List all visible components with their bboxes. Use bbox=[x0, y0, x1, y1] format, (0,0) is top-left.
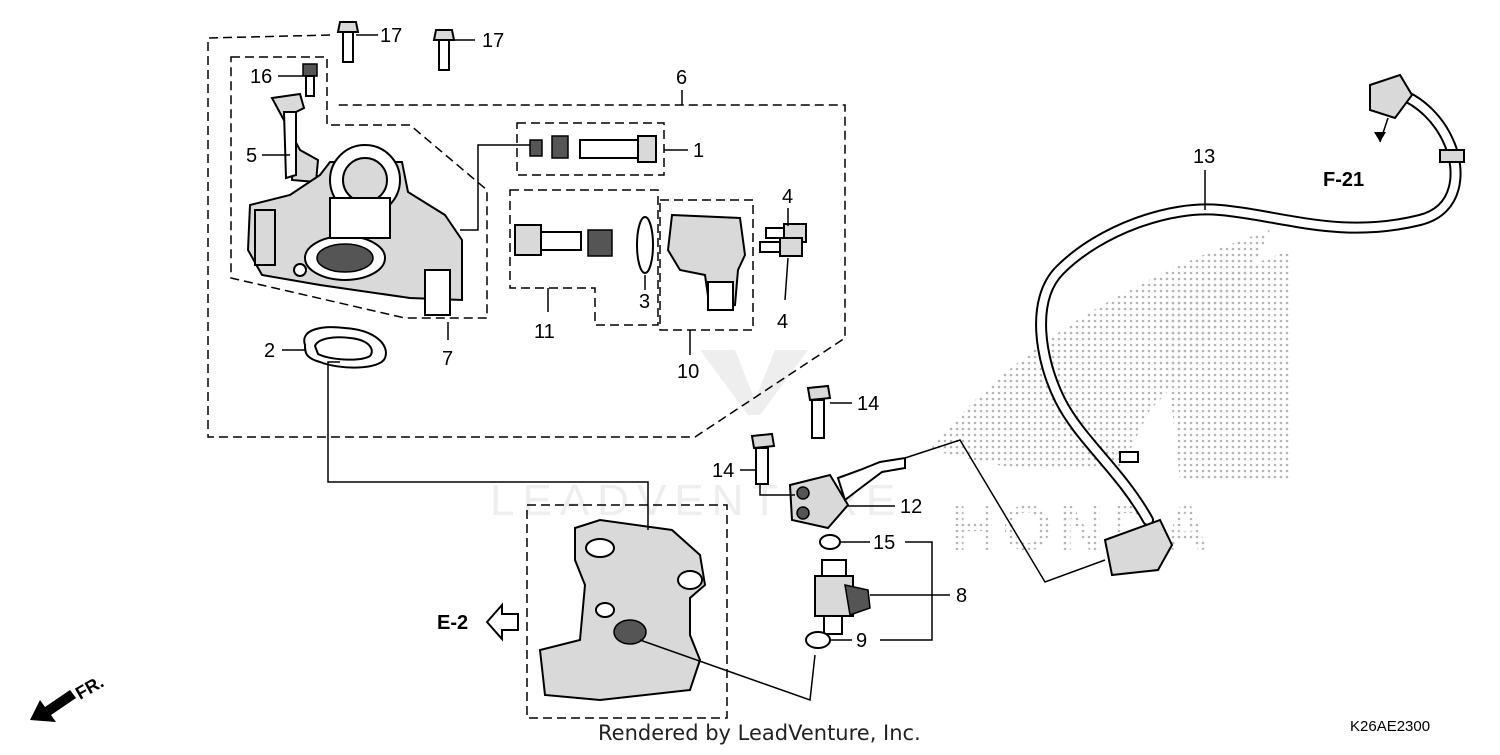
callout-7: 7 bbox=[442, 348, 453, 370]
valve-11 bbox=[514, 224, 613, 257]
callout-17-right: 17 bbox=[482, 30, 504, 52]
bolt-17-right bbox=[432, 29, 456, 71]
plunger-1 bbox=[529, 135, 657, 163]
front-direction-arrow-icon bbox=[30, 690, 76, 722]
callout-12: 12 bbox=[900, 496, 922, 518]
diagram-code: K26AE2300 bbox=[1350, 718, 1430, 735]
seal-15 bbox=[819, 534, 841, 550]
callout-1: 1 bbox=[693, 140, 704, 162]
leader-lines bbox=[262, 34, 1389, 702]
honda-wing-watermark: HONDA bbox=[930, 230, 1290, 564]
callout-4-upper: 4 bbox=[782, 186, 793, 208]
e2-dashed-box bbox=[526, 504, 728, 719]
callout-8: 8 bbox=[956, 585, 967, 607]
throttle-body-7 bbox=[246, 144, 463, 316]
callout-14-lower: 14 bbox=[712, 460, 734, 482]
callout-6: 6 bbox=[676, 67, 687, 89]
assembly-11-boundary bbox=[509, 189, 659, 326]
assembly-10-boundary bbox=[659, 199, 754, 331]
callout-14-upper: 14 bbox=[857, 393, 879, 415]
e2-arrow-icon bbox=[485, 602, 519, 642]
assembly-1-boundary bbox=[516, 122, 665, 176]
screw-4-lower bbox=[759, 237, 803, 257]
front-direction-label: FR. bbox=[72, 672, 107, 704]
assembly-7-boundary bbox=[230, 56, 488, 319]
callout-13: 13 bbox=[1193, 146, 1215, 168]
fuel-hose-13 bbox=[1035, 73, 1465, 577]
seal-9 bbox=[805, 631, 831, 649]
callout-10: 10 bbox=[677, 361, 699, 383]
intake-pipe bbox=[538, 518, 707, 702]
injector-8 bbox=[814, 559, 871, 635]
callout-15: 15 bbox=[873, 532, 895, 554]
callout-4-lower: 4 bbox=[777, 311, 788, 333]
reference-e2: E-2 bbox=[437, 612, 468, 634]
screw-16 bbox=[302, 63, 318, 97]
bolt-14-lower bbox=[750, 432, 776, 485]
bolt-14-upper bbox=[806, 384, 832, 439]
callout-9: 9 bbox=[856, 630, 867, 652]
callout-17-left: 17 bbox=[380, 25, 402, 47]
honda-brand-watermark: HONDA bbox=[950, 492, 1215, 564]
callout-5: 5 bbox=[246, 145, 257, 167]
callout-3: 3 bbox=[639, 291, 650, 313]
render-credit: Rendered by LeadVenture, Inc. bbox=[598, 721, 921, 745]
iac-housing-10 bbox=[666, 213, 747, 312]
gasket-2 bbox=[303, 326, 387, 369]
reference-f21: F-21 bbox=[1323, 169, 1364, 191]
bolt-17-left bbox=[336, 21, 360, 63]
callout-16: 16 bbox=[250, 66, 272, 88]
assembly-6-boundary bbox=[207, 34, 846, 438]
injector-joint-12 bbox=[788, 456, 906, 530]
callout-11: 11 bbox=[534, 321, 555, 343]
o-ring-3 bbox=[636, 216, 654, 274]
callout-2: 2 bbox=[264, 340, 275, 362]
bracket-5 bbox=[270, 92, 320, 184]
